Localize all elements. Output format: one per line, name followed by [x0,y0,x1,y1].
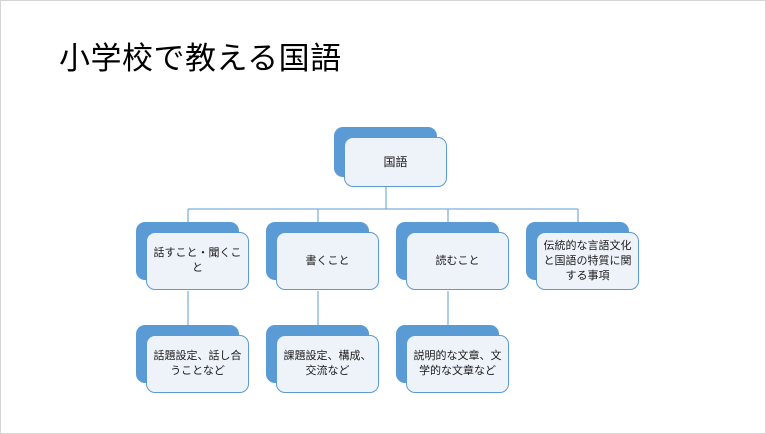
org-node-write[interactable]: 書くこと [266,222,379,290]
org-node-label: 伝統的な言語文化と国語の特質に関する事項 [543,239,632,282]
page-title: 小学校で教える国語 [59,41,342,76]
org-node-card: 書くこと [276,232,379,290]
org-node-card: 伝統的な言語文化と国語の特質に関する事項 [536,232,639,290]
org-node-root[interactable]: 国語 [334,127,447,187]
org-node-card: 話すこと・聞くこと [146,232,249,290]
org-node-label: 国語 [383,154,408,169]
org-node-speak-detail[interactable]: 話題設定、話し合うことなど [136,325,249,393]
org-node-label: 話題設定、話し合うことなど [153,350,242,377]
org-node-label: 説明的な文章、文学的な文章など [413,350,502,377]
org-node-label: 読むこと [435,254,480,267]
org-node-label: 課題設定、構成、交流など [283,350,372,377]
org-node-card: 国語 [344,137,447,187]
org-node-read[interactable]: 読むこと [396,222,509,290]
org-node-traditional-language[interactable]: 伝統的な言語文化と国語の特質に関する事項 [526,222,639,290]
org-node-card: 課題設定、構成、交流など [276,335,379,393]
org-node-read-detail[interactable]: 説明的な文章、文学的な文章など [396,325,509,393]
org-node-card: 読むこと [406,232,509,290]
org-node-card: 説明的な文章、文学的な文章など [406,335,509,393]
org-node-label: 書くこと [305,254,350,267]
org-node-write-detail[interactable]: 課題設定、構成、交流など [266,325,379,393]
org-node-label: 話すこと・聞くこと [153,247,242,274]
org-node-card: 話題設定、話し合うことなど [146,335,249,393]
org-node-speak[interactable]: 話すこと・聞くこと [136,222,249,290]
